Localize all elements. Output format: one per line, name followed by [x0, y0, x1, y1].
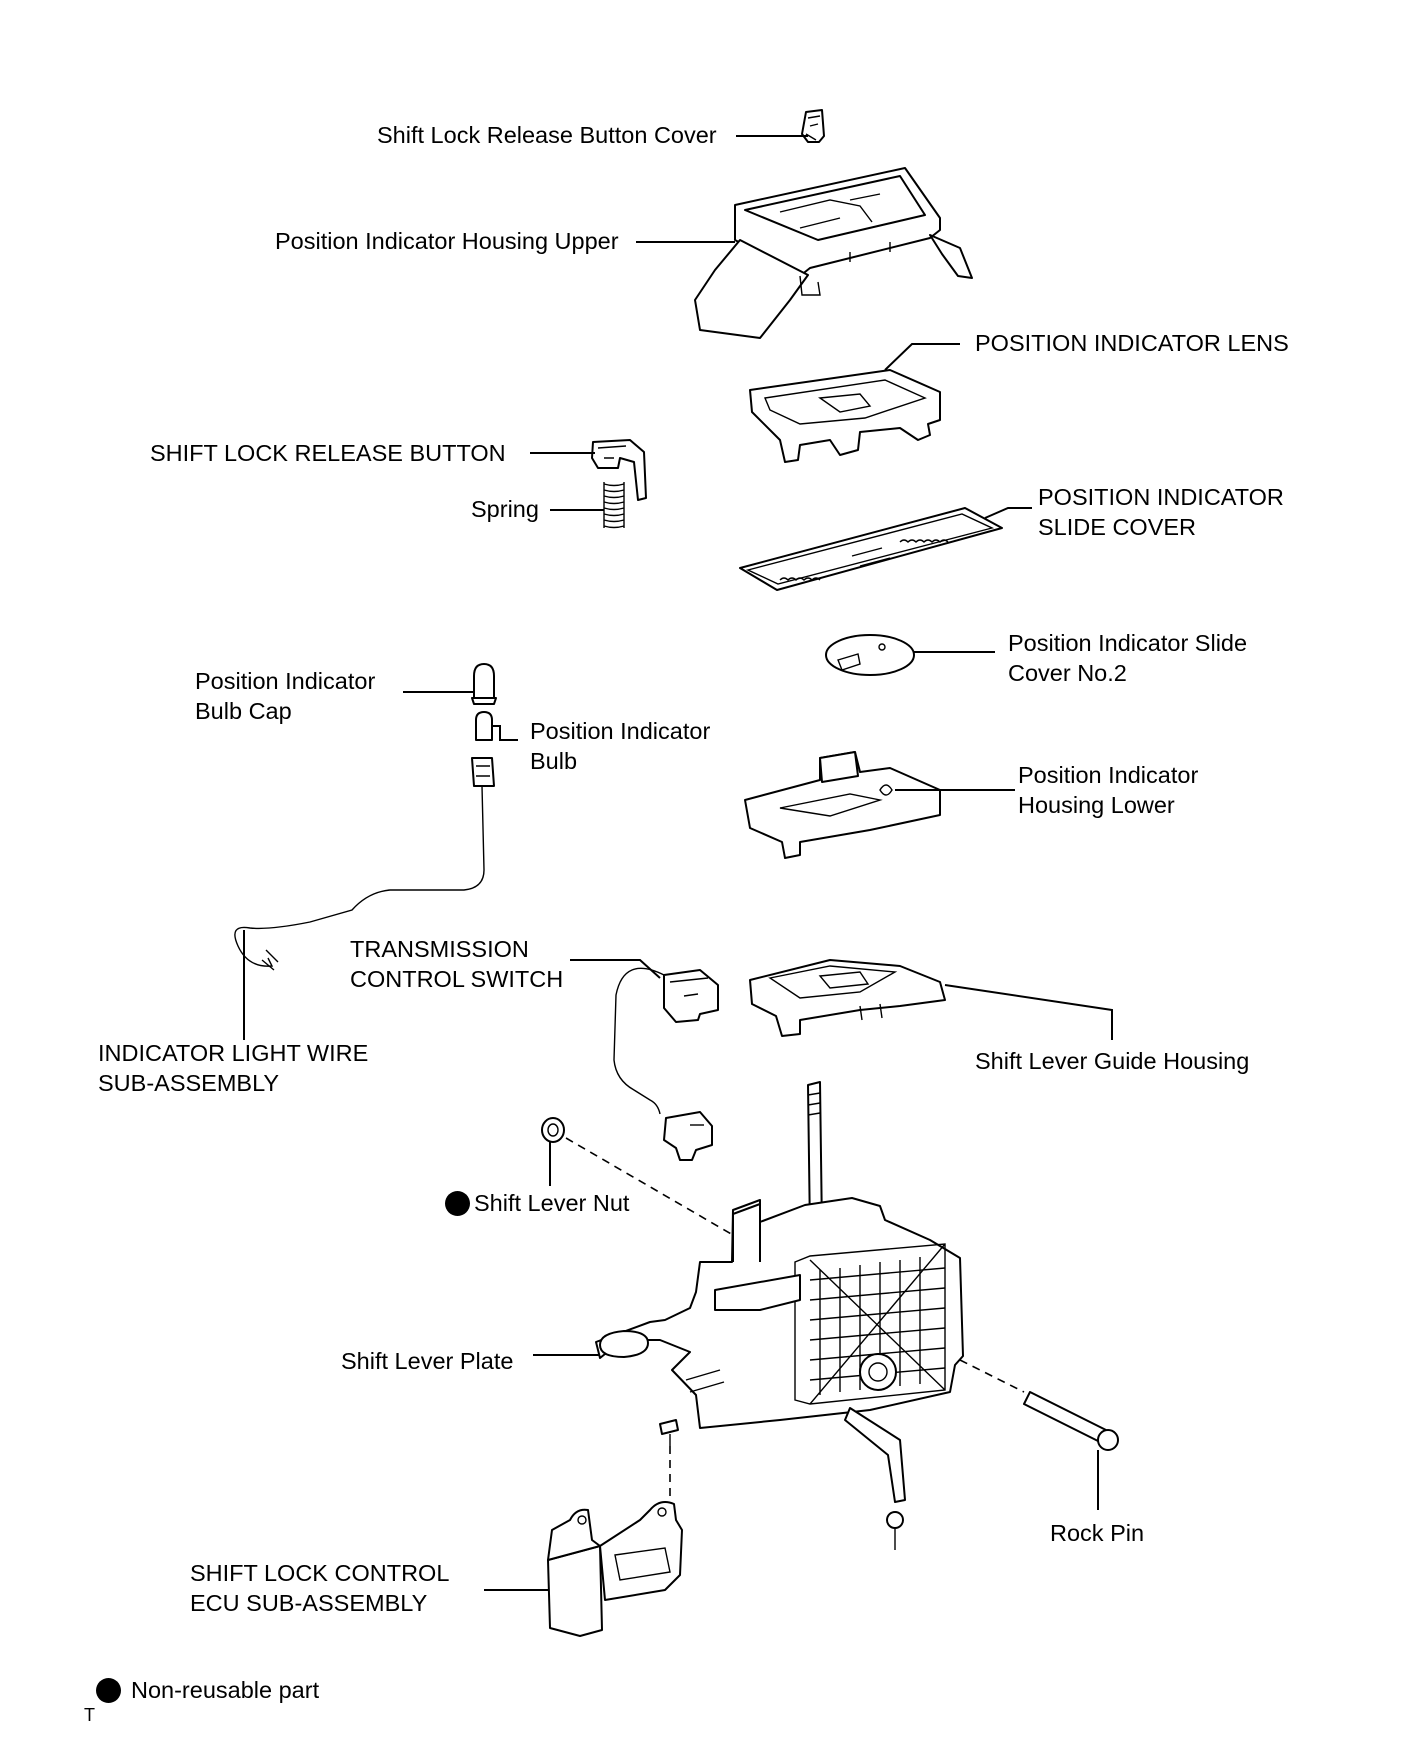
label-indicator-light-wire: INDICATOR LIGHT WIRE SUB-ASSEMBLY — [98, 1040, 369, 1096]
nut-alignment-dashes — [565, 1137, 746, 1243]
label-position-indicator-bulb: Position Indicator Bulb — [530, 718, 711, 774]
position-indicator-bulb-part — [475, 711, 493, 741]
leader-bulb — [492, 725, 518, 741]
leader-lens — [884, 343, 960, 371]
label-shift-lever-nut: Shift Lever Nut — [474, 1190, 630, 1216]
leader-slide-cover — [984, 507, 1032, 519]
position-indicator-slide-cover-part — [739, 507, 1003, 591]
label-position-indicator-bulb-cap: Position Indicator Bulb Cap — [195, 668, 376, 724]
non-reusable-marker-icon — [445, 1191, 470, 1216]
legend-non-reusable-icon — [96, 1678, 121, 1703]
rock-pin-alignment-dashes — [959, 1359, 1025, 1393]
shift-lock-release-button-part — [591, 439, 647, 501]
label-position-indicator-housing-upper: Position Indicator Housing Upper — [275, 228, 619, 254]
leader-transmission-switch — [570, 959, 661, 979]
transmission-control-switch-part — [613, 967, 719, 1161]
label-position-indicator-housing-lower: Position Indicator Housing Lower — [1018, 762, 1199, 818]
shift-lever-guide-housing-part — [749, 959, 946, 1037]
rock-pin-part — [1023, 1391, 1119, 1451]
legend-non-reusable-label: Non-reusable part — [131, 1677, 320, 1703]
label-shift-lever-guide-housing: Shift Lever Guide Housing — [975, 1048, 1250, 1074]
screw-part — [659, 1419, 679, 1446]
label-rock-pin: Rock Pin — [1050, 1520, 1145, 1546]
position-indicator-housing-upper-part — [694, 167, 973, 339]
position-indicator-housing-lower-part — [744, 751, 941, 859]
shift-lock-release-button-cover-part — [801, 109, 825, 143]
spring-part — [603, 482, 625, 529]
position-indicator-slide-cover-no2-part — [825, 634, 915, 676]
leader-guide-housing — [944, 984, 1113, 1040]
label-shift-lock-control-ecu: SHIFT LOCK CONTROL ECU SUB-ASSEMBLY — [190, 1560, 450, 1616]
footer-mark: T — [84, 1705, 95, 1725]
label-shift-lever-plate: Shift Lever Plate — [341, 1348, 514, 1374]
label-transmission-control-switch: TRANSMISSION CONTROL SWITCH — [350, 936, 564, 992]
label-position-indicator-slide-cover: POSITION INDICATOR SLIDE COVER — [1038, 484, 1284, 540]
indicator-light-wire-part — [234, 757, 495, 971]
position-indicator-bulb-cap-part — [471, 663, 497, 705]
shift-lock-control-ecu-part — [547, 1501, 683, 1637]
label-position-indicator-lens: POSITION INDICATOR LENS — [975, 330, 1289, 356]
label-shift-lock-release-button: SHIFT LOCK RELEASE BUTTON — [150, 440, 506, 466]
position-indicator-lens-part — [749, 369, 941, 463]
label-shift-lock-release-button-cover: Shift Lock Release Button Cover — [377, 122, 717, 148]
shift-lever-plate-part — [595, 1081, 964, 1550]
shift-lever-nut-part — [541, 1117, 565, 1143]
label-spring: Spring — [471, 496, 539, 522]
label-position-indicator-slide-cover-no2: Position Indicator Slide Cover No.2 — [1008, 630, 1248, 686]
